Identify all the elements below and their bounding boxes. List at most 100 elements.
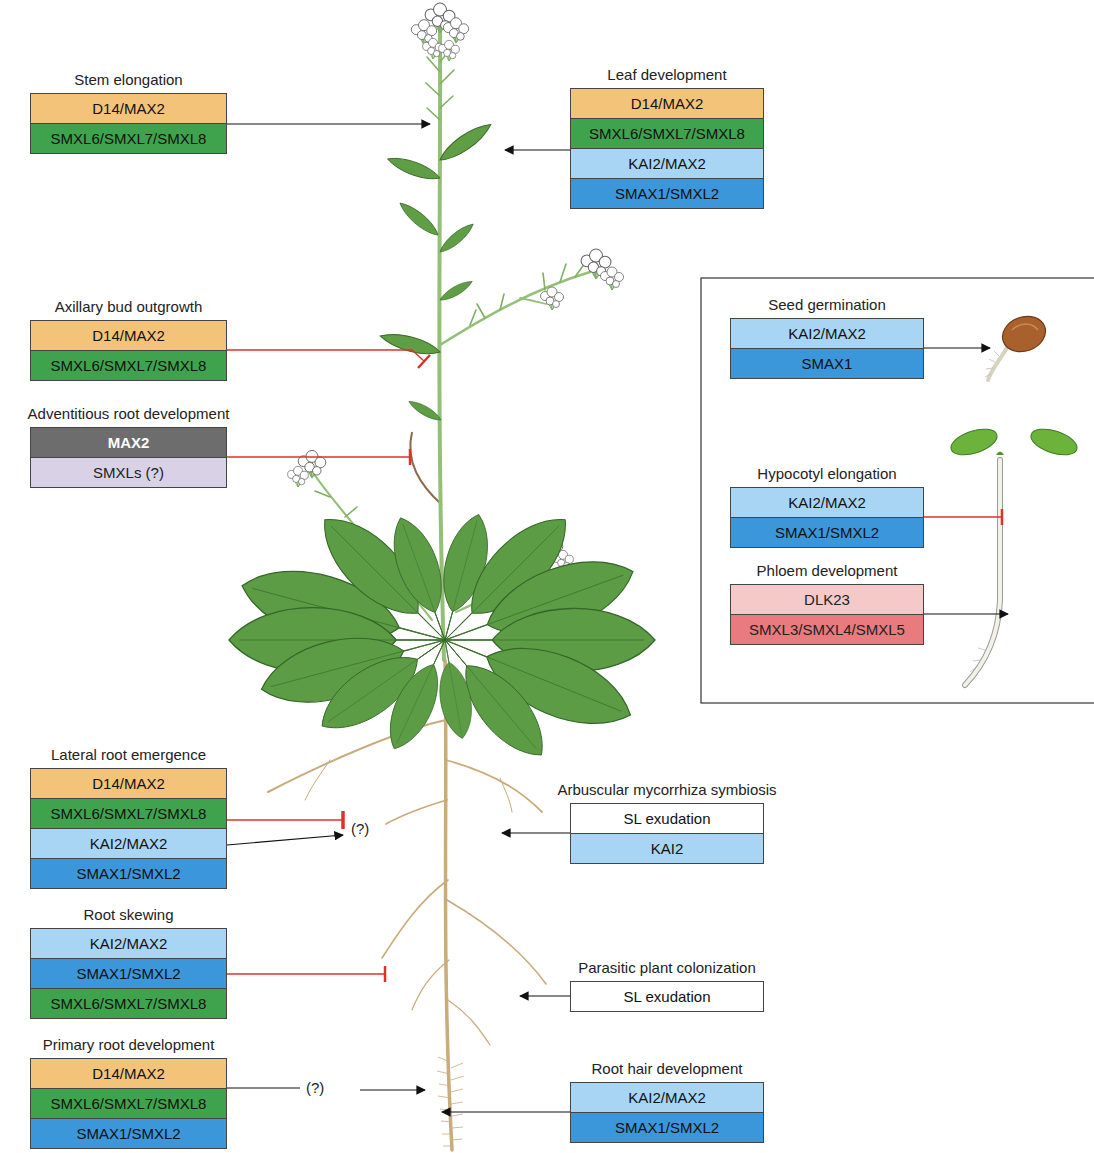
pathway-band: SMAX1/SMXL2 (570, 1112, 764, 1143)
pathway-label: D14/MAX2 (92, 769, 165, 798)
pathway-band: SMXL6/SMXL7/SMXL8 (30, 123, 227, 154)
pathway-band: SMXL6/SMXL7/SMXL8 (570, 118, 764, 149)
pathway-band: KAI2/MAX2 (30, 828, 227, 859)
pathway-label: SMXL6/SMXL7/SMXL8 (51, 1089, 207, 1118)
pathway-label: SL exudation (623, 804, 710, 833)
inhibition-line (341, 811, 345, 829)
group-heading: Root hair development (592, 1060, 743, 1078)
pathway-label: KAI2/MAX2 (628, 1083, 706, 1112)
function-group: Hypocotyl elongationKAI2/MAX2SMAX1/SMXL2 (730, 465, 924, 548)
uncertainty-mark: (?) (305, 1079, 325, 1097)
function-group: Phloem developmentDLK23SMXL3/SMXL4/SMXL5 (730, 562, 924, 645)
group-heading: Root skewing (83, 906, 173, 924)
pathway-band: KAI2/MAX2 (30, 928, 227, 959)
inhibition-line (409, 449, 412, 465)
rosette (430, 637, 477, 741)
group-heading: Seed germination (768, 296, 886, 314)
group-heading: Axillary bud outgrowth (55, 298, 203, 316)
pathway-label: KAI2/MAX2 (788, 488, 866, 517)
leader-arrow (360, 1089, 425, 1090)
inhibition-line (418, 355, 430, 368)
root-system (382, 880, 448, 958)
root-system (412, 960, 449, 1010)
root-system (446, 760, 542, 812)
inhibition-line (227, 456, 410, 457)
germinating-seed (998, 311, 1051, 358)
pathway-label: SMAX1/SMXL2 (76, 959, 180, 988)
function-group: Arbuscular mycorrhiza symbiosisSL exudat… (570, 781, 764, 864)
pathway-label: SMAX1/SMXL2 (615, 1113, 719, 1142)
seedling (965, 460, 1000, 685)
inhibition-line (384, 966, 387, 982)
pathway-label: SMAX1 (802, 349, 853, 378)
cauline-leaves (407, 398, 443, 424)
leader-arrow (502, 832, 570, 833)
leader-arrow (924, 347, 990, 348)
siliques (315, 46, 585, 585)
pathway-band: KAI2/MAX2 (570, 148, 764, 179)
seedling (948, 424, 1000, 460)
flowers (288, 466, 309, 487)
pathway-band: D14/MAX2 (30, 93, 227, 124)
function-group: Primary root developmentD14/MAX2SMXL6/SM… (30, 1036, 227, 1149)
inhibition-line (1001, 509, 1004, 525)
function-group: Stem elongationD14/MAX2SMXL6/SMXL7/SMXL8 (30, 71, 227, 154)
flowers (439, 40, 460, 61)
seedling (948, 424, 1080, 685)
pathway-label: SMXLs (?) (93, 458, 164, 487)
pathway-label: SMAX1/SMXL2 (76, 1119, 180, 1148)
pathway-band: KAI2/MAX2 (570, 1082, 764, 1113)
function-group: Axillary bud outgrowthD14/MAX2SMXL6/SMXL… (30, 298, 227, 381)
seedling (965, 460, 1000, 685)
cauline-leaves (438, 278, 474, 304)
pathway-label: SMXL6/SMXL7/SMXL8 (51, 799, 207, 828)
flowers (601, 267, 624, 290)
pathway-label: SMXL6/SMXL7/SMXL8 (51, 989, 207, 1018)
pathway-label: D14/MAX2 (92, 1059, 165, 1088)
function-group: Root skewingKAI2/MAX2SMAX1/SMXL2SMXL6/SM… (30, 906, 227, 1019)
seedling (1028, 424, 1080, 460)
inhibition-line (227, 819, 343, 820)
seedling (970, 648, 985, 672)
pathway-label: SMAX1/SMXL2 (775, 518, 879, 547)
group-heading: Phloem development (757, 562, 898, 580)
rosette (428, 626, 559, 770)
leader-arrow (227, 1087, 300, 1088)
leader-arrow (227, 124, 1008, 1112)
adventitious-root (410, 432, 442, 505)
inset-frame (701, 278, 1094, 703)
pathway-band: SL exudation (570, 981, 764, 1012)
pathway-label: SMXL3/SMXL4/SMXL5 (749, 615, 905, 644)
cauline-leaves (378, 119, 495, 424)
function-group: Lateral root emergenceD14/MAX2SMXL6/SMXL… (30, 746, 227, 889)
root-system (445, 660, 452, 1150)
leader-arrow (227, 835, 343, 845)
group-heading: Leaf development (607, 66, 726, 84)
root-system (305, 760, 330, 800)
pathway-band: SL exudation (570, 803, 764, 834)
pathway-label: D14/MAX2 (92, 321, 165, 350)
root-system (500, 778, 512, 812)
pathway-band: SMXL6/SMXL7/SMXL8 (30, 1088, 227, 1119)
pathway-label: SMXL6/SMXL7/SMXL8 (51, 351, 207, 380)
leader-arrow (442, 1111, 570, 1112)
pathway-label: KAI2/MAX2 (628, 149, 706, 178)
pathway-label: KAI2/MAX2 (90, 929, 168, 958)
pathway-label: SMAX1/SMXL2 (615, 179, 719, 208)
function-group: Root hair developmentKAI2/MAX2SMAX1/SMXL… (570, 1060, 764, 1143)
pathway-band: KAI2 (570, 833, 764, 864)
pathway-band: SMAX1/SMXL2 (730, 517, 924, 548)
pathway-band: D14/MAX2 (30, 320, 227, 351)
pathway-band: SMAX1/SMXL2 (30, 1118, 227, 1149)
cauline-leaves (378, 329, 442, 359)
inhibition-line (227, 350, 1002, 982)
group-heading: Arbuscular mycorrhiza symbiosis (557, 781, 776, 799)
cauline-leaves (437, 220, 477, 256)
cauline-leaves (396, 199, 441, 240)
group-heading: Primary root development (43, 1036, 215, 1054)
leader-arrow (520, 995, 570, 996)
leader-arrow (505, 149, 570, 150)
group-heading: Stem elongation (74, 71, 182, 89)
leader-arrow (227, 123, 430, 124)
germinating-seed (985, 311, 1050, 380)
